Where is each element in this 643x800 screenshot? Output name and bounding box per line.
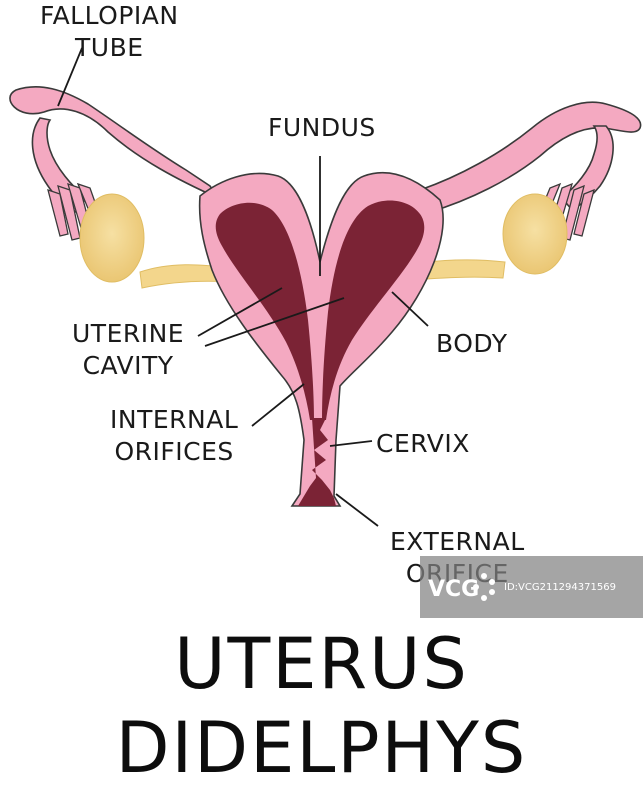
title-line1: UTERUS — [174, 623, 469, 705]
watermark-id-text: ID:VCG211294371569 — [504, 582, 616, 593]
label-cervix: CERVIX — [376, 429, 470, 458]
label-internal-orifices: INTERNAL ORIFICES — [110, 404, 238, 468]
right-ovary — [502, 193, 568, 275]
cervix-pointer — [329, 440, 373, 447]
body-pointer — [391, 291, 429, 327]
label-uterine-cavity: UTERINE CAVITY — [72, 318, 184, 382]
external-orifice-pointer — [335, 493, 379, 527]
left-uterine-cavity — [215, 202, 314, 420]
right-fallopian-tube — [418, 101, 642, 213]
label-uterine-cavity-line2: CAVITY — [82, 351, 174, 380]
cervical-canal — [298, 418, 336, 506]
label-internal-orifices-line1: INTERNAL — [110, 405, 239, 434]
internal-orifices-pointer — [251, 383, 305, 427]
label-internal-orifices-line2: ORIFICES — [114, 437, 234, 466]
watermark-overlay: VCG ID:VCG211294371569 — [420, 556, 643, 618]
uterine-cavity-pointer-left — [197, 287, 283, 337]
vcg-logo-icon: VCG — [428, 573, 495, 602]
label-external-orifice-line1: EXTERNAL — [390, 527, 525, 556]
svg-text:VCG: VCG — [428, 577, 479, 602]
label-fundus: FUNDUS — [268, 113, 376, 142]
label-fallopian-tube-line2: TUBE — [75, 33, 144, 62]
right-uterine-cavity — [322, 200, 425, 420]
label-body: BODY — [436, 329, 508, 358]
label-fallopian-tube-line1: FALLOPIAN — [40, 1, 179, 30]
left-ovary — [79, 193, 145, 283]
title-line2: DIDELPHYS — [115, 707, 528, 789]
uterus-diagram — [9, 47, 642, 527]
label-uterine-cavity-line1: UTERINE — [72, 319, 185, 348]
left-fallopian-tube — [9, 86, 221, 200]
fallopian-tube-pointer — [57, 47, 83, 107]
uterine-cavity-pointer-right — [204, 297, 345, 347]
pointer-lines — [57, 47, 429, 527]
diagram-title: UTERUS DIDELPHYS — [0, 622, 643, 790]
label-fallopian-tube: FALLOPIAN TUBE — [40, 0, 179, 64]
